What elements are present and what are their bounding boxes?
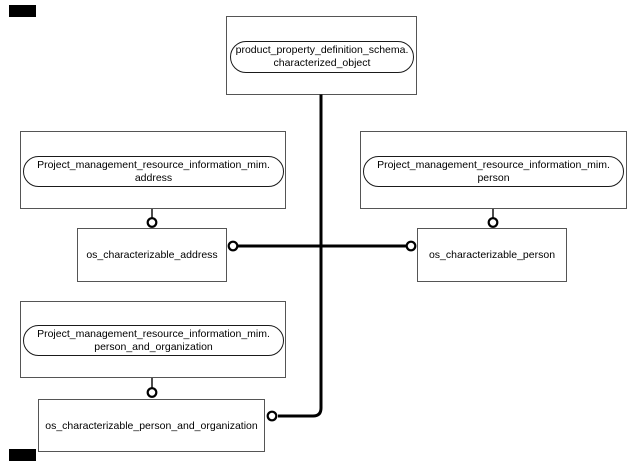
ref-label-line2: person [477, 171, 510, 184]
page-marker-top-left [9, 5, 36, 17]
page-marker-bottom-left [9, 449, 36, 461]
circle-end-arm-person-org [146, 387, 158, 398]
ref-box-arm-person-and-organization[interactable]: Project_management_resource_information_… [20, 301, 286, 378]
circle-end-entity-person [405, 240, 417, 252]
oval-arm-person: Project_management_resource_information_… [363, 156, 624, 187]
entity-box-os-characterizable-person[interactable]: os_characterizable_person [417, 228, 567, 282]
circle-end-arm-person [487, 217, 499, 228]
ref-label-line1: Project_management_resource_information_… [37, 327, 270, 340]
oval-characterized-object: product_property_definition_schema. char… [230, 41, 414, 73]
ref-label-line2: person_and_organization [94, 340, 213, 353]
ref-label-line1: product_property_definition_schema. [235, 44, 409, 56]
ref-box-arm-address[interactable]: Project_management_resource_information_… [20, 131, 286, 209]
ref-label-line1: Project_management_resource_information_… [37, 158, 270, 171]
ref-box-characterized-object[interactable]: product_property_definition_schema. char… [226, 16, 417, 95]
ref-label-line1: Project_management_resource_information_… [377, 158, 610, 171]
ref-label-line2: address [134, 171, 173, 184]
circle-end-entity-person-org [266, 410, 278, 422]
oval-arm-person-and-organization: Project_management_resource_information_… [23, 325, 284, 356]
entity-label: os_characterizable_person [428, 249, 556, 261]
entity-box-os-characterizable-address[interactable]: os_characterizable_address [77, 228, 227, 282]
circle-end-arm-address [146, 217, 158, 228]
ref-box-arm-person[interactable]: Project_management_resource_information_… [360, 131, 627, 209]
entity-box-os-characterizable-person-and-organization[interactable]: os_characterizable_person_and_organizati… [38, 399, 265, 452]
entity-label: os_characterizable_person_and_organizati… [45, 419, 258, 432]
ref-label-line2: characterized_object [273, 57, 371, 69]
entity-label: os_characterizable_address [86, 249, 218, 261]
circle-end-entity-address [227, 240, 239, 252]
oval-arm-address: Project_management_resource_information_… [23, 156, 284, 187]
